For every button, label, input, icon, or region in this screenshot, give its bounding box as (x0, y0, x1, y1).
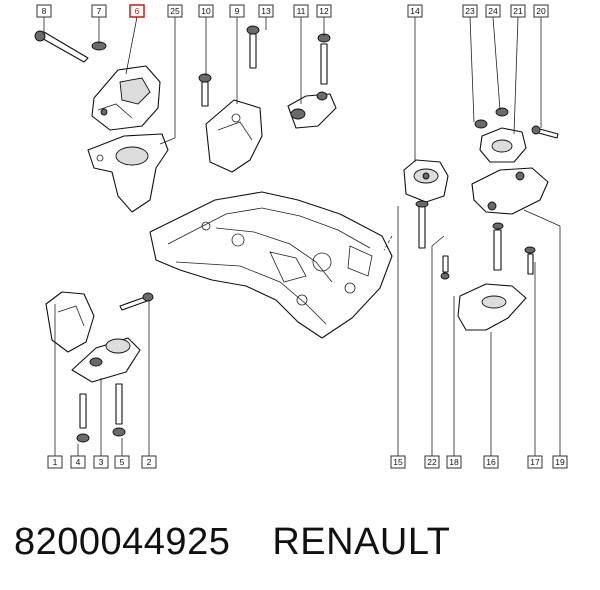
callout-23: 23 (462, 4, 478, 18)
callout-21: 21 (510, 4, 526, 18)
callout-19: 19 (552, 455, 568, 469)
callout-18: 18 (446, 455, 462, 469)
bolt-2 (119, 292, 154, 311)
callout-10: 10 (198, 4, 214, 18)
callout-label-25: 25 (170, 6, 180, 16)
mount-bracket-25 (87, 133, 169, 213)
callout-11: 11 (293, 4, 309, 18)
callout-label-8: 8 (42, 6, 47, 16)
callout-label-2: 2 (147, 457, 152, 467)
callout-label-19: 19 (555, 457, 565, 467)
bolt-17 (524, 246, 536, 275)
callout-4: 4 (70, 455, 86, 469)
callout-6: 6 (129, 4, 145, 18)
callout-20: 20 (533, 4, 549, 18)
callout-label-23: 23 (465, 6, 475, 16)
callout-label-20: 20 (536, 6, 546, 16)
callout-15: 15 (390, 455, 406, 469)
callout-label-1: 1 (53, 457, 58, 467)
callout-label-11: 11 (297, 6, 306, 16)
mount-11 (287, 91, 337, 129)
bolt-20 (531, 125, 559, 139)
bracket-19 (471, 167, 549, 215)
callout-label-21: 21 (513, 6, 523, 16)
callout-label-24: 24 (488, 6, 498, 16)
bolt-13 (246, 25, 260, 69)
caption: 8200044925 RENAULT (14, 512, 586, 572)
bolt-15 (415, 200, 429, 249)
callout-label-17: 17 (530, 457, 540, 467)
bolt-5 (112, 383, 126, 437)
bolt-10 (198, 73, 212, 107)
callout-25: 25 (167, 4, 183, 18)
callout-label-15: 15 (393, 457, 403, 467)
callout-12: 12 (316, 4, 332, 18)
callout-22: 22 (424, 455, 440, 469)
callout-label-18: 18 (449, 457, 459, 467)
callout-2: 2 (141, 455, 157, 469)
mount-bracket-16 (457, 283, 527, 331)
callout-label-9: 9 (235, 6, 240, 16)
callout-8: 8 (36, 4, 52, 18)
callout-1: 1 (47, 455, 63, 469)
callout-24: 24 (485, 4, 501, 18)
callout-label-22: 22 (427, 457, 437, 467)
callout-label-3: 3 (99, 457, 104, 467)
mount-21 (479, 127, 527, 163)
callout-label-14: 14 (410, 6, 420, 16)
callout-label-4: 4 (76, 457, 81, 467)
callout-label-7: 7 (97, 6, 102, 16)
mount-bracket-9 (205, 99, 263, 173)
callout-label-13: 13 (261, 6, 271, 16)
bolt-22 (440, 255, 450, 280)
mount-3 (71, 337, 141, 383)
parts-exploded-diagram: 8 7 6 25 10 9 13 11 12 14 23 24 (34, 4, 568, 469)
subframe (149, 191, 393, 339)
callout-label-12: 12 (319, 6, 329, 16)
callout-3: 3 (93, 455, 109, 469)
leader-lines (43, 16, 561, 456)
engine-mount-6 (91, 65, 161, 131)
part-number: 8200044925 (14, 520, 231, 563)
callout-13: 13 (258, 4, 274, 18)
bolt-8 (34, 30, 89, 63)
callout-7: 7 (91, 4, 107, 18)
callout-14: 14 (407, 4, 423, 18)
brand-name: RENAULT (272, 520, 451, 563)
nut-24 (495, 107, 509, 117)
bolt-12 (317, 33, 331, 85)
bolt-18 (492, 222, 504, 271)
bolt-4 (76, 393, 90, 443)
nut-23 (474, 119, 488, 129)
callout-label-6: 6 (135, 6, 140, 16)
callout-9: 9 (229, 4, 245, 18)
callout-16: 16 (483, 455, 499, 469)
callout-17: 17 (527, 455, 543, 469)
mount-14 (403, 159, 449, 203)
callout-label-10: 10 (201, 6, 211, 16)
callout-5: 5 (114, 455, 130, 469)
callout-label-16: 16 (486, 457, 496, 467)
mount-bracket-1 (45, 291, 95, 353)
callout-label-5: 5 (120, 457, 125, 467)
